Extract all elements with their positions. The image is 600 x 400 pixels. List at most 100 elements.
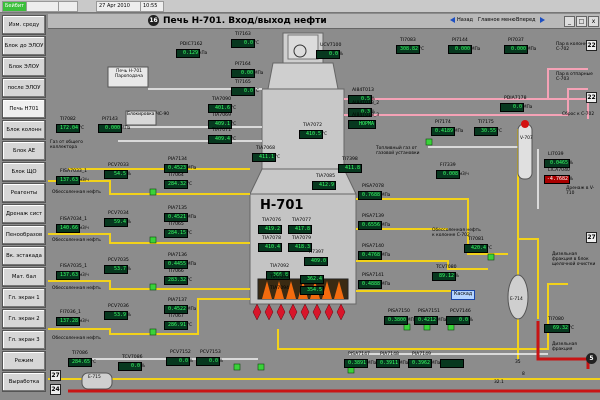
sidebar-item-post-elou[interactable]: после ЭЛОУ [2,78,46,98]
sidebar-item-foam[interactable]: Пенообразов [2,225,46,245]
tag-value[interactable]: 0.4768 [358,251,382,260]
tag-value[interactable]: 0.0 [118,362,142,371]
sidebar-item-main-1[interactable]: Гл. экран 1 [2,288,46,308]
tag-value[interactable]: 410.5 [299,130,323,139]
tag-value[interactable]: 366.8 [266,271,290,280]
minimize-button[interactable]: _ [564,16,575,27]
tag-value[interactable]: 0.3800 [384,316,408,325]
sidebar-item-shcho[interactable]: Блок ЩО [2,162,46,182]
tag-value[interactable]: 284.15 [164,229,188,238]
tag-value[interactable]: 0.0 [500,103,524,112]
link-badge[interactable]: 27 [50,370,61,381]
tag-value[interactable]: 410.4 [258,243,282,252]
link-badge[interactable]: 22 [586,40,597,51]
tag-value[interactable]: 0.4521 [164,213,188,222]
tag-value[interactable]: 0.4522 [164,305,188,314]
tag-value[interactable]: 419.2 [258,225,282,234]
tag-value[interactable]: 412.9 [312,181,336,190]
tag-value[interactable]: 137.63 [56,176,80,185]
link-badge[interactable]: 22 [586,92,597,103]
sidebar-item-reagents[interactable]: Реагенты [2,183,46,203]
tag-value[interactable]: 0.000 [504,45,528,54]
tag-value[interactable]: 0.4455 [164,260,188,269]
tag-value[interactable]: 0.4212 [414,316,438,325]
tag-value[interactable]: 0.0465 [544,159,570,168]
tag-value[interactable]: 0.0 [231,39,255,48]
tag-value[interactable]: 411.1 [252,153,276,162]
sidebar-item-main-3[interactable]: Гл. экран 3 [2,330,46,350]
forward-arrow-icon[interactable] [540,17,545,23]
tag-value[interactable]: 0.008 [436,170,460,179]
sidebar-item-drain[interactable]: Дренаж сист [2,204,46,224]
sidebar-item-furnace[interactable]: Печь Н701 [2,99,46,119]
link-badge[interactable]: 27 [586,232,597,243]
tag-value[interactable]: 284.65 [68,358,92,367]
tag-value[interactable]: 420.4 [464,244,488,253]
close-button[interactable]: x [588,16,599,27]
tag-value[interactable]: 53.9 [104,311,128,320]
tag-value[interactable]: 30.55 [474,127,498,136]
tag-value[interactable]: 409.0 [304,257,328,266]
sidebar-item-ae[interactable]: Блок АЕ [2,141,46,161]
tag-value[interactable]: 0.3962 [408,359,432,368]
back-arrow-icon[interactable] [450,17,455,23]
tag-value[interactable]: 0.3891 [344,359,368,368]
tag-value[interactable]: 89.12 [432,272,456,281]
tag-value[interactable]: 409.4 [208,135,232,144]
maximize-button[interactable]: □ [576,16,587,27]
tag-value[interactable]: 0.3911 [376,359,400,368]
sidebar-item-rack[interactable]: Вк. эстакада [2,246,46,266]
tag-value[interactable]: 0.0 [196,357,220,366]
tag-value[interactable]: 409.1 [208,120,232,129]
tag-value[interactable]: 137.28 [56,317,80,326]
tag-value[interactable]: 59.4 [104,218,128,227]
tag-value[interactable]: 140.66 [56,224,80,233]
link-badge[interactable]: 24 [50,384,61,395]
tag-value[interactable] [440,359,464,368]
tag-value[interactable]: 284.32 [164,180,188,189]
sidebar-item-env[interactable]: Изм. среду [2,15,46,35]
tag-value[interactable]: 0.4888 [358,280,382,289]
tag-value[interactable]: 53.7 [104,265,128,274]
back-button[interactable]: Назад [457,17,474,23]
tag-value[interactable]: НОРМА [348,120,376,129]
tag-value[interactable]: 308.82 [396,45,420,54]
sidebar-item-mode[interactable]: Режим [2,351,46,371]
tag-value[interactable]: 0.129 [176,49,200,58]
tag-value[interactable]: 418.3 [288,243,312,252]
sidebar-item-elou[interactable]: Блок ЭЛОУ [2,57,46,77]
home-button[interactable]: Главное меню [478,17,516,23]
forward-button[interactable]: Вперед [516,17,536,23]
sidebar-item-balance[interactable]: Мат. бал [2,267,46,287]
sidebar-item-columns[interactable]: Блок колонн [2,120,46,140]
tag-value[interactable]: 0.00 [231,69,255,78]
link-badge[interactable]: 5 [586,353,597,364]
tag-value[interactable]: 417.8 [288,225,312,234]
tag-value[interactable]: 54.5 [104,170,128,179]
tag-value[interactable]: 283.32 [164,276,188,285]
tag-value[interactable]: 0.4189 [431,127,455,136]
tag-value[interactable]: 0.000 [98,124,122,133]
tag-value[interactable]: 0.4523 [164,164,188,173]
tag-value-alarm[interactable]: -4.7682 [544,175,570,184]
tag-value[interactable]: 0.0 [231,87,255,96]
tag-value[interactable]: 0.0 [316,50,340,59]
tag-value[interactable]: 411.8 [338,164,362,173]
cascade-button[interactable]: Каскад [451,290,476,300]
tag-value[interactable]: 401.6 [208,104,232,113]
tag-value[interactable]: 286.91 [164,321,188,330]
tag-value[interactable]: 0.000 [448,45,472,54]
tag-value[interactable]: 0.0 [446,316,470,325]
tag-value[interactable]: 0.7688 [358,191,382,200]
tag-value[interactable]: 354.5 [300,286,324,295]
sidebar-item-main-2[interactable]: Гл. экран 2 [2,309,46,329]
tag-value[interactable]: 0.5 [348,95,372,104]
tag-value[interactable]: 69.32 [544,324,570,333]
tag-value[interactable]: 172.04 [56,124,80,133]
sidebar-item-pre-elou[interactable]: Блок до ЭЛОУ [2,36,46,56]
tag-value[interactable]: 0.6556 [358,221,382,230]
tag-value[interactable]: 362.4 [300,275,324,284]
tag-value[interactable]: 0.0 [166,357,190,366]
tag-value[interactable]: 0.3 [348,108,372,117]
sidebar-item-output[interactable]: Выработка [2,372,46,392]
